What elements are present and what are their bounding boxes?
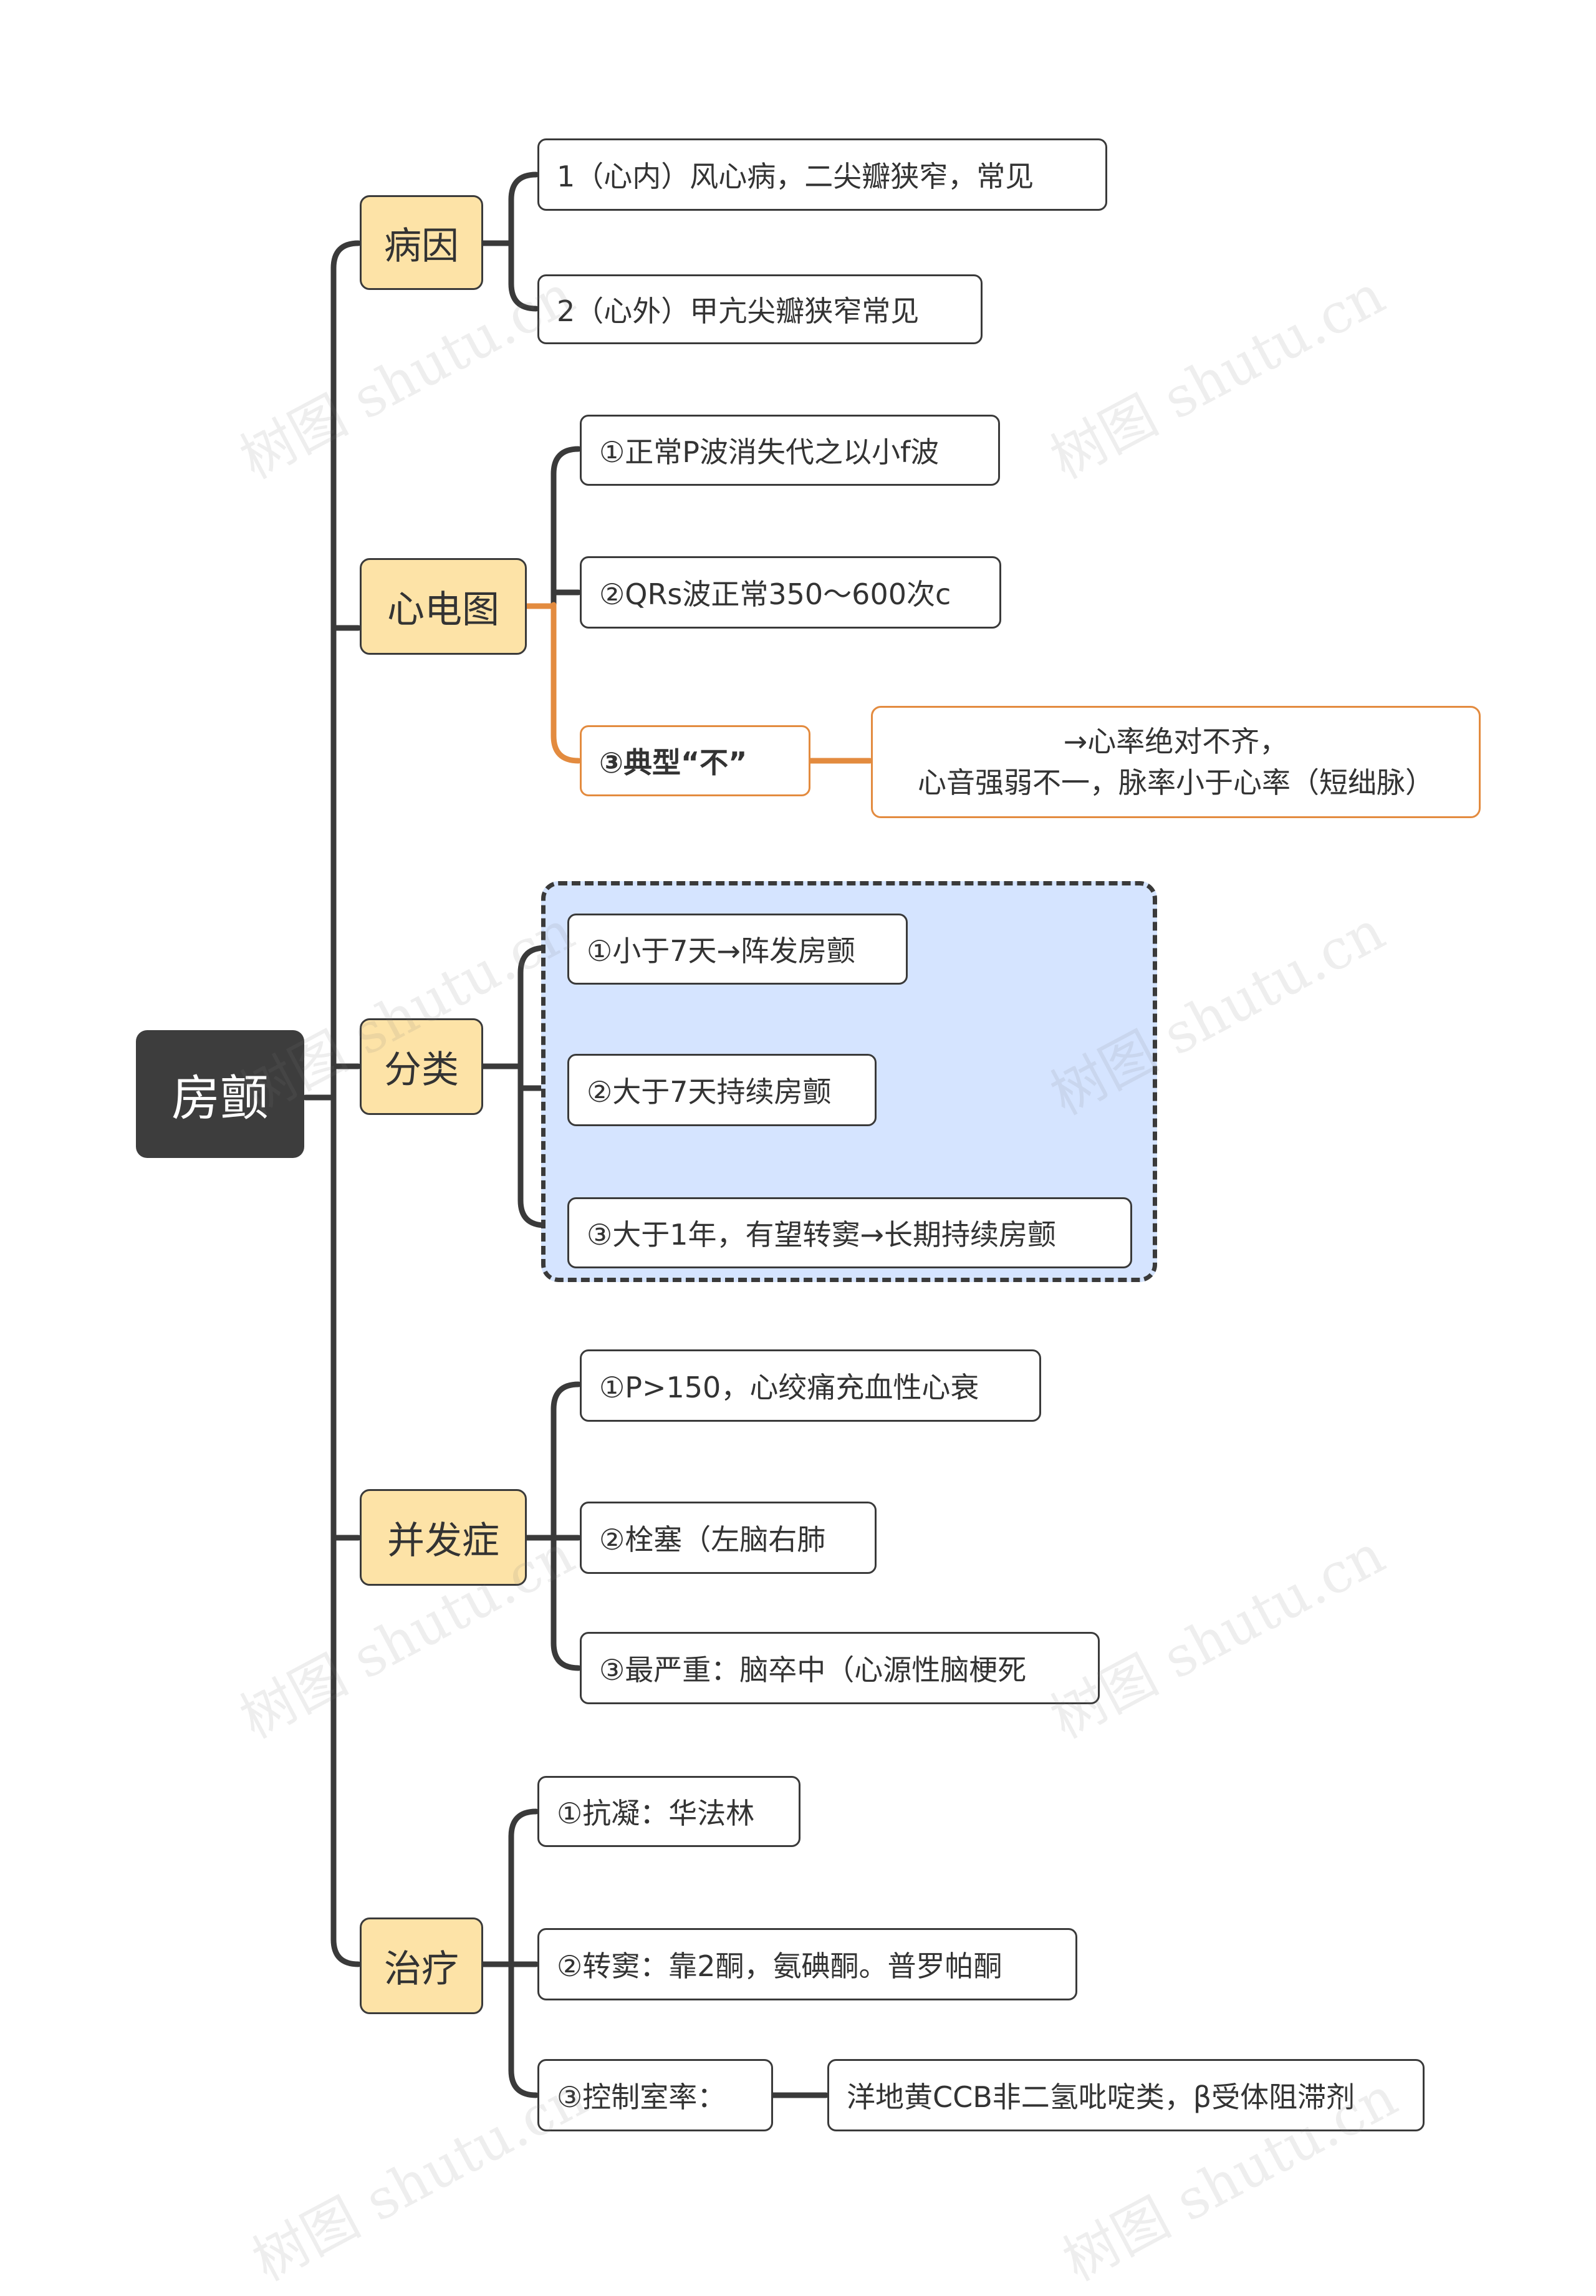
etiology-item-2-label: 2（心外）甲亢尖瓣狭窄常见 (557, 294, 920, 328)
treatment-item-3[interactable]: ③控制室率： (537, 2059, 773, 2131)
complications-item-2[interactable]: ②栓塞（左脑右肺 (580, 1502, 877, 1574)
classification-item-1-label: ①小于7天→阵发房颤 (587, 934, 856, 968)
branch-ecg[interactable]: 心电图 (360, 558, 527, 655)
ecg-item-3-label: ③典型“不” (599, 746, 748, 779)
treatment-item-2[interactable]: ②转窦：靠2酮，氨碘酮。普罗帕酮 (537, 1928, 1077, 2000)
classification-item-3-label: ③大于1年，有望转窦→长期持续房颤 (587, 1218, 1057, 1252)
ecg-item-3-note[interactable]: →心率绝对不齐， 心音强弱不一，脉率小于心率（短绌脉） (871, 706, 1481, 818)
ecg-item-2-label: ②QRs波正常350～600次c (599, 577, 951, 611)
root-topic-label: 房颤 (171, 1070, 269, 1127)
treatment-item-1[interactable]: ①抗凝：华法林 (537, 1776, 800, 1847)
ecg-note-line-1: →心率绝对不齐， (1063, 725, 1289, 758)
branch-treatment[interactable]: 治疗 (360, 1917, 483, 2014)
branch-treatment-label: 治疗 (384, 1947, 459, 1991)
ecg-note-line-2: 心音强弱不一，脉率小于心率（短绌脉） (918, 766, 1434, 799)
classification-item-3[interactable]: ③大于1年，有望转窦→长期持续房颤 (567, 1197, 1132, 1268)
branch-classification-label: 分类 (384, 1048, 459, 1092)
branch-ecg-label: 心电图 (387, 588, 499, 632)
branch-classification[interactable]: 分类 (360, 1018, 483, 1115)
classification-item-2[interactable]: ②大于7天持续房颤 (567, 1054, 877, 1126)
root-topic[interactable]: 房颤 (136, 1030, 304, 1158)
treatment-item-1-label: ①抗凝：华法林 (557, 1797, 755, 1830)
etiology-item-1-label: 1（心内）风心病，二尖瓣狭窄，常见 (557, 160, 1034, 193)
etiology-item-1[interactable]: 1（心内）风心病，二尖瓣狭窄，常见 (537, 138, 1107, 211)
treatment-item-2-label: ②转窦：靠2酮，氨碘酮。普罗帕酮 (557, 1949, 1002, 1983)
ecg-item-2[interactable]: ②QRs波正常350～600次c (580, 556, 1001, 629)
branch-etiology-label: 病因 (384, 224, 459, 268)
complications-item-3-label: ③最严重：脑卒中（心源性脑梗死 (599, 1653, 1027, 1687)
treatment-item-3-label: ③控制室率： (557, 2080, 726, 2114)
complications-item-1[interactable]: ①P>150，心绞痛充血性心衰 (580, 1349, 1041, 1422)
ecg-item-3[interactable]: ③典型“不” (580, 725, 810, 796)
branch-complications-label: 并发症 (387, 1519, 499, 1563)
branch-etiology[interactable]: 病因 (360, 195, 483, 290)
ecg-item-1-label: ①正常P波消失代之以小f波 (599, 435, 940, 469)
etiology-item-2[interactable]: 2（心外）甲亢尖瓣狭窄常见 (537, 274, 983, 344)
branch-complications[interactable]: 并发症 (360, 1489, 527, 1586)
ecg-item-1[interactable]: ①正常P波消失代之以小f波 (580, 415, 1000, 486)
complications-item-3[interactable]: ③最严重：脑卒中（心源性脑梗死 (580, 1632, 1100, 1704)
complications-item-1-label: ①P>150，心绞痛充血性心衰 (599, 1371, 979, 1404)
complications-item-2-label: ②栓塞（左脑右肺 (599, 1523, 826, 1556)
classification-item-2-label: ②大于7天持续房颤 (587, 1075, 832, 1109)
treatment-item-3-sub[interactable]: 洋地黄CCB非二氢吡啶类，β受体阻滞剂 (827, 2059, 1425, 2131)
treatment-item-3-sub-label: 洋地黄CCB非二氢吡啶类，β受体阻滞剂 (847, 2080, 1355, 2114)
classification-item-1[interactable]: ①小于7天→阵发房颤 (567, 914, 908, 985)
